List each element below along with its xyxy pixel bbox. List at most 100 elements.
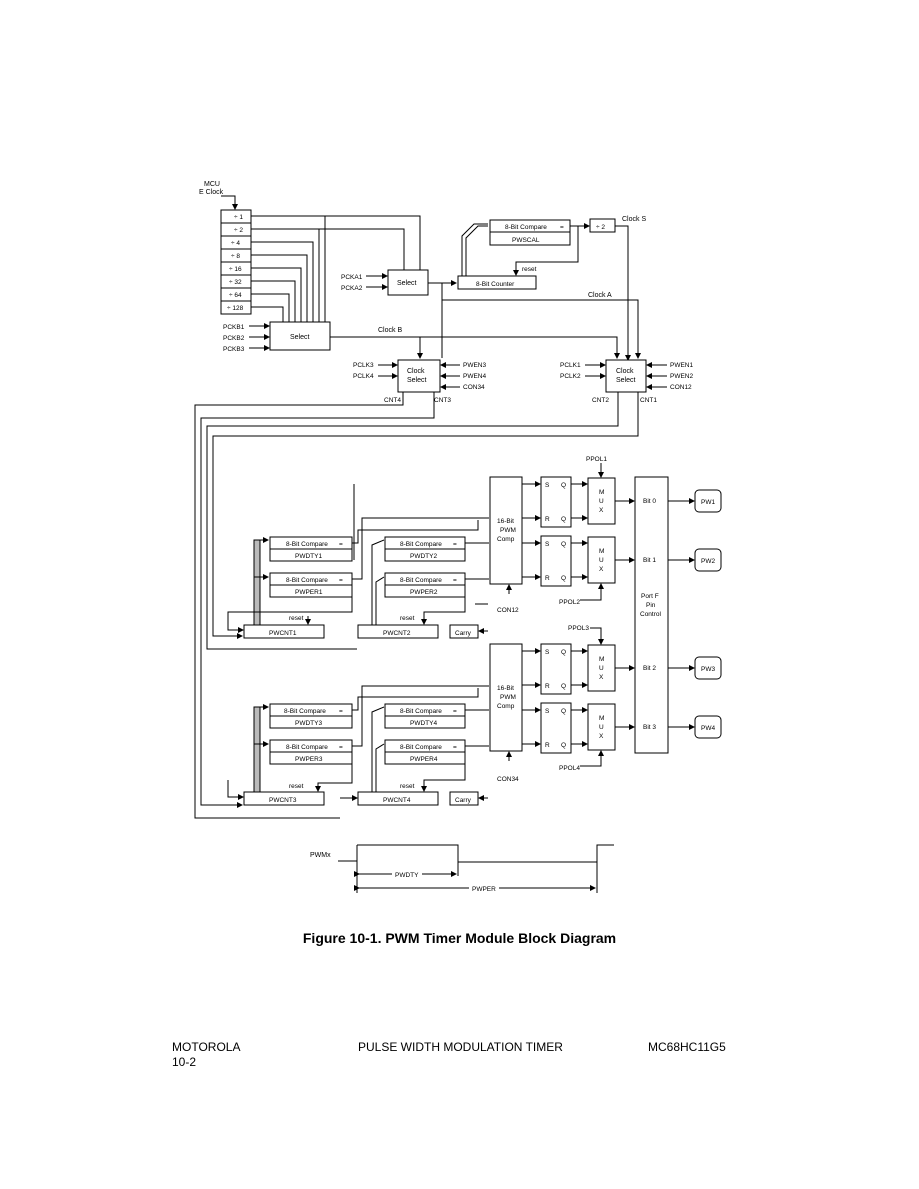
svg-text:Comp: Comp xyxy=(497,536,515,543)
svg-text:PWPER1: PWPER1 xyxy=(295,589,323,596)
mux-4: M U X xyxy=(587,703,616,751)
carry-34: Carry xyxy=(449,791,479,806)
svg-text:8-Bit Compare: 8-Bit Compare xyxy=(400,577,442,584)
svg-text:E Clock: E Clock xyxy=(199,189,224,196)
svg-text:R: R xyxy=(545,683,550,690)
clock-a-label: Clock A xyxy=(588,292,612,299)
svg-text:S: S xyxy=(545,649,550,656)
svg-text:÷ 1: ÷ 1 xyxy=(234,214,243,221)
svg-text:PWM: PWM xyxy=(500,694,516,701)
reg-pwdty3: 8-Bit Compare = PWDTY3 xyxy=(269,703,353,729)
mux-2: M U X xyxy=(587,536,616,584)
footer-page-number: 10-2 xyxy=(172,1055,197,1069)
svg-text:8-Bit Compare: 8-Bit Compare xyxy=(505,224,547,231)
reg-pwper3: 8-Bit Compare = PWPER3 xyxy=(269,739,353,765)
svg-text:PCLK3: PCLK3 xyxy=(353,362,374,369)
reg-pwper2: 8-Bit Compare = PWPER2 xyxy=(384,572,466,598)
svg-text:8-Bit Counter: 8-Bit Counter xyxy=(476,281,515,288)
select-b: Select xyxy=(269,321,331,351)
svg-text:U: U xyxy=(599,498,604,505)
pwm-comp-34: 16-Bit PWM Comp xyxy=(489,643,523,752)
ppol3-label: PPOL3 xyxy=(568,625,589,632)
svg-text:Q: Q xyxy=(561,575,566,582)
svg-text:Q: Q xyxy=(561,649,566,656)
svg-text:S: S xyxy=(545,708,550,715)
svg-text:PCKA2: PCKA2 xyxy=(341,285,363,292)
svg-text:=: = xyxy=(453,708,457,715)
svg-text:PWPER3: PWPER3 xyxy=(295,756,323,763)
con34-label: CON34 xyxy=(497,776,519,783)
svg-text:÷ 4: ÷ 4 xyxy=(231,240,240,247)
svg-text:Q: Q xyxy=(561,516,566,523)
svg-text:8-Bit Compare: 8-Bit Compare xyxy=(400,541,442,548)
svg-text:PCKA1: PCKA1 xyxy=(341,274,363,281)
svg-text:Clock: Clock xyxy=(616,368,634,375)
svg-text:PWDTY: PWDTY xyxy=(395,872,419,879)
svg-text:X: X xyxy=(599,566,604,573)
mux-1: M U X xyxy=(587,477,616,525)
svg-text:Port F: Port F xyxy=(641,593,659,600)
svg-text:÷ 8: ÷ 8 xyxy=(231,253,240,260)
svg-text:÷ 2: ÷ 2 xyxy=(234,227,243,234)
reset-label-4: reset xyxy=(400,783,415,790)
clock-b-label: Clock B xyxy=(378,327,402,334)
svg-text:Carry: Carry xyxy=(455,630,472,637)
svg-text:R: R xyxy=(545,575,550,582)
svg-text:PWDTY1: PWDTY1 xyxy=(295,553,322,560)
svg-text:U: U xyxy=(599,557,604,564)
pwcnt2: PWCNT2 xyxy=(357,624,439,639)
svg-text:PWEN1: PWEN1 xyxy=(670,362,694,369)
svg-text:X: X xyxy=(599,507,604,514)
svg-text:PWCNT1: PWCNT1 xyxy=(269,630,297,637)
svg-text:MCU: MCU xyxy=(204,181,220,188)
carry-12: Carry xyxy=(449,624,479,639)
svg-text:=: = xyxy=(453,541,457,548)
svg-text:PWEN2: PWEN2 xyxy=(670,373,694,380)
svg-text:PW4: PW4 xyxy=(701,725,715,732)
mcu-clock-label: MCU E Clock xyxy=(199,181,224,196)
clock-s-label: Clock S xyxy=(622,216,646,223)
svg-text:=: = xyxy=(339,744,343,751)
svg-text:CNT1: CNT1 xyxy=(640,397,657,404)
reset-label-2: reset xyxy=(400,615,415,622)
svg-text:PCKB2: PCKB2 xyxy=(223,335,245,342)
svg-text:PW1: PW1 xyxy=(701,499,715,506)
footer-left: MOTOROLA xyxy=(172,1040,241,1054)
pcka-inputs: PCKA1 PCKA2 xyxy=(341,273,388,292)
footer-center: PULSE WIDTH MODULATION TIMER xyxy=(358,1040,563,1054)
select-a: Select xyxy=(387,269,429,296)
svg-text:Clock: Clock xyxy=(407,368,425,375)
svg-text:Bit 1: Bit 1 xyxy=(643,557,656,564)
figure-caption: Figure 10-1. PWM Timer Module Block Diag… xyxy=(302,930,617,946)
svg-text:÷ 2: ÷ 2 xyxy=(596,224,605,231)
svg-text:÷ 32: ÷ 32 xyxy=(229,279,242,286)
pwm-waveform: PWMx PWDTY PWPER xyxy=(310,844,614,893)
reg-pwdty2: 8-Bit Compare = PWDTY2 xyxy=(384,536,466,562)
clock-select-34: Clock Select PCLK3 PCLK4 PWEN3 PWEN4 CON… xyxy=(353,359,487,404)
svg-text:PWSCAL: PWSCAL xyxy=(512,237,540,244)
svg-text:Select: Select xyxy=(397,280,417,287)
reg-pwdty1: 8-Bit Compare = PWDTY1 xyxy=(269,536,353,562)
svg-text:Bit 3: Bit 3 xyxy=(643,724,656,731)
svg-text:Q: Q xyxy=(561,708,566,715)
svg-text:PWDTY2: PWDTY2 xyxy=(410,553,437,560)
svg-text:PWPER2: PWPER2 xyxy=(410,589,438,596)
svg-text:S: S xyxy=(545,541,550,548)
svg-text:Pin: Pin xyxy=(646,602,656,609)
svg-text:M: M xyxy=(599,656,604,663)
sr-ff-1: S R Q Q xyxy=(540,476,572,528)
sr-ff-2: S R Q Q xyxy=(540,535,572,587)
svg-text:R: R xyxy=(545,516,550,523)
svg-text:PWCNT3: PWCNT3 xyxy=(269,797,297,804)
svg-text:PWCNT2: PWCNT2 xyxy=(383,630,411,637)
ppol4-label: PPOL4 xyxy=(559,765,580,772)
svg-text:PWDTY3: PWDTY3 xyxy=(295,720,322,727)
svg-text:PWMx: PWMx xyxy=(310,852,331,859)
svg-text:Comp: Comp xyxy=(497,703,515,710)
svg-text:PWPER: PWPER xyxy=(472,886,496,893)
svg-text:PWEN4: PWEN4 xyxy=(463,373,487,380)
svg-text:M: M xyxy=(599,548,604,555)
svg-text:Q: Q xyxy=(561,482,566,489)
svg-text:M: M xyxy=(599,489,604,496)
svg-text:Control: Control xyxy=(640,611,662,618)
